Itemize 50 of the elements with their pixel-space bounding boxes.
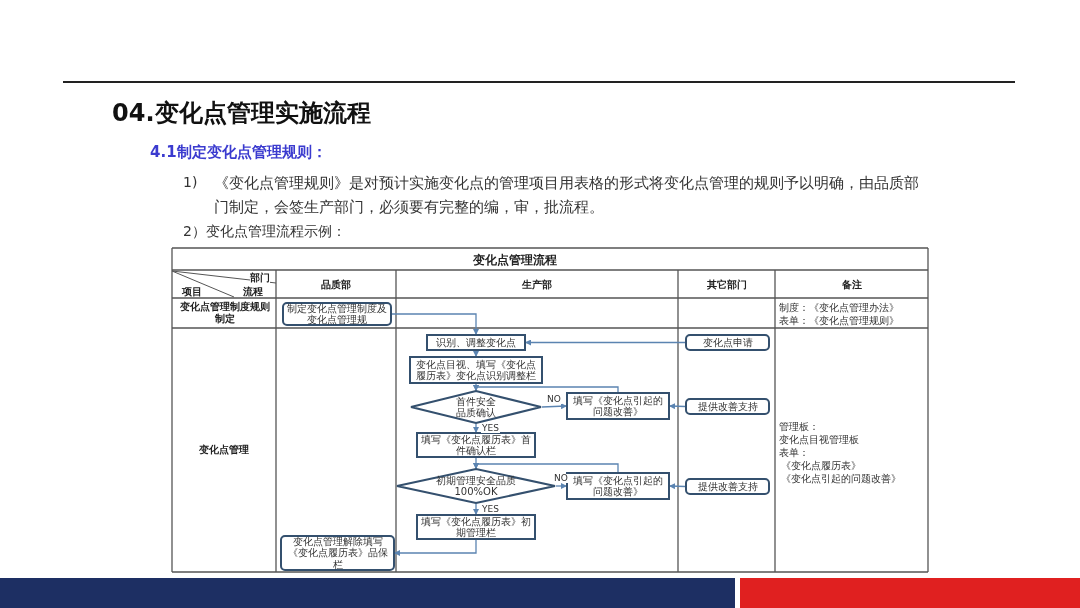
- process-box: 变化点目视、填写《变化点履历表》变化点识别调整栏: [409, 356, 543, 384]
- arrow: [473, 463, 619, 473]
- note-text: 变化点目视管理板: [779, 433, 859, 447]
- note-text: 《变化点履历表》: [781, 459, 861, 473]
- column-header: 流程: [243, 285, 263, 299]
- note-text: 表单：《变化点管理规则》: [779, 314, 899, 328]
- edge-label: NO: [553, 474, 569, 483]
- rounded-box: 制定变化点管理制度及变化点管理规: [282, 302, 392, 326]
- column-header: 备注: [840, 278, 863, 292]
- process-box: 填写《变化点履历表》首件确认栏: [416, 432, 536, 458]
- column-header: 品质部: [320, 278, 352, 292]
- table-title: 变化点管理流程: [472, 252, 558, 269]
- slide-title: 04.变化点管理实施流程: [112, 98, 371, 129]
- rounded-box: 提供改善支持: [685, 398, 770, 415]
- decision-diamond: 首件安全品质确认: [410, 390, 542, 424]
- arrow: [669, 403, 686, 410]
- arrow: [525, 339, 686, 346]
- arrow: [541, 403, 567, 410]
- edge-label: YES: [481, 505, 500, 514]
- process-box: 填写《变化点引起的问题改善》: [566, 392, 670, 420]
- row-header: 项目: [182, 285, 202, 299]
- note-text: 制度：《变化点管理办法》: [779, 301, 899, 315]
- arrow: [669, 483, 686, 490]
- rounded-box: 变化点管理解除填写《变化点履历表》品保栏: [280, 535, 395, 571]
- arrow: [391, 313, 479, 335]
- decision-diamond: 初期管理安全品质100%OK: [396, 468, 556, 504]
- rounded-box: 变化点申请: [685, 334, 770, 351]
- column-header: 部门: [250, 271, 270, 285]
- note-text: 表单：: [779, 446, 809, 460]
- note-text: 《变化点引起的问题改善》: [781, 472, 901, 486]
- list-item: 2）变化点管理流程示例：: [183, 223, 346, 241]
- arrow: [473, 423, 479, 433]
- arrow: [473, 350, 479, 357]
- arrow: [473, 503, 479, 515]
- note-text: 管理板：: [779, 420, 819, 434]
- list-number: 1): [183, 174, 198, 190]
- edge-label: NO: [546, 395, 562, 404]
- arrow: [394, 539, 477, 556]
- edge-label: YES: [481, 424, 500, 433]
- arrow: [473, 385, 619, 393]
- column-header: 其它部门: [705, 278, 748, 292]
- section-heading: 4.1制定变化点管理规则：: [150, 143, 327, 162]
- paragraph-text: 《变化点管理规则》是对预计实施变化点的管理项目用表格的形式将变化点管理的规则予以明确，由品质部门制定，会签生产部门，必须要有完整的编，审，批流程。: [214, 173, 919, 217]
- process-box: 识别、调整变化点: [426, 334, 526, 351]
- process-box: 填写《变化点履历表》初期管理栏: [416, 514, 536, 540]
- row-header: 变化点管理制度规则制定: [179, 301, 271, 325]
- row-header: 变化点管理: [198, 443, 250, 457]
- rounded-box: 提供改善支持: [685, 478, 770, 495]
- arrow: [555, 483, 567, 489]
- column-header: 生产部: [521, 278, 553, 292]
